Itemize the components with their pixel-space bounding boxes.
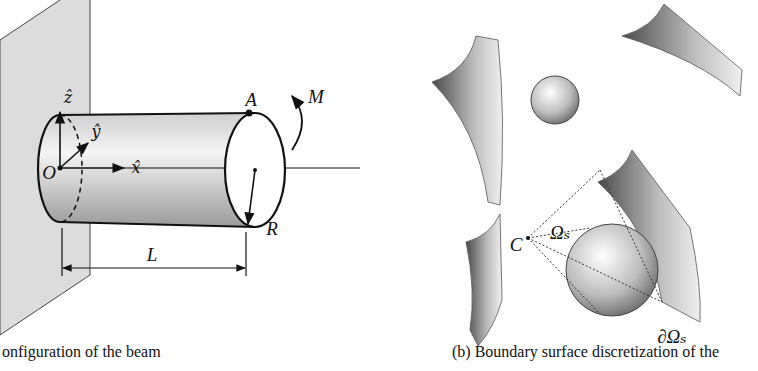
radius-arrow [248, 170, 255, 224]
surface-patch [622, 4, 742, 96]
x-axis [60, 167, 124, 169]
surface-patch [432, 36, 503, 205]
point-label: C [510, 235, 523, 254]
beam-body [38, 113, 285, 227]
axis-label: x̂ [131, 160, 140, 176]
point-label: A [245, 90, 257, 109]
radius-label: R [266, 219, 278, 238]
point-dot [246, 110, 253, 117]
moment-label: M [308, 87, 324, 106]
cone-lines [528, 170, 662, 314]
axis-label: ŷ [91, 124, 100, 140]
axis-line [285, 168, 360, 169]
figure-caption: (b) Boundary surface discretization of t… [452, 344, 719, 360]
beam-edge [60, 222, 255, 227]
boundary-label: ∂Ωₛ [657, 327, 687, 346]
origin-dot [58, 166, 63, 171]
axis-label: ẑ [64, 90, 72, 106]
length-label: L [147, 245, 158, 264]
sphere [566, 224, 658, 316]
fixed-end [38, 115, 60, 222]
beam-edge [60, 113, 255, 115]
sphere [531, 76, 579, 124]
point-dot [526, 236, 530, 240]
y-axis [60, 143, 88, 168]
dimension-line [63, 267, 245, 268]
z-axis [59, 112, 61, 168]
surface-patch [466, 214, 502, 346]
free-end [225, 113, 285, 227]
figure-caption: onfiguration of the beam [2, 344, 161, 360]
moment-arrow [292, 96, 302, 150]
dimension-tick [245, 232, 246, 276]
dimension-tick [61, 228, 62, 276]
origin-label: O [42, 163, 56, 182]
center-dot [253, 168, 257, 172]
domain-label: Ωₛ [550, 223, 570, 242]
